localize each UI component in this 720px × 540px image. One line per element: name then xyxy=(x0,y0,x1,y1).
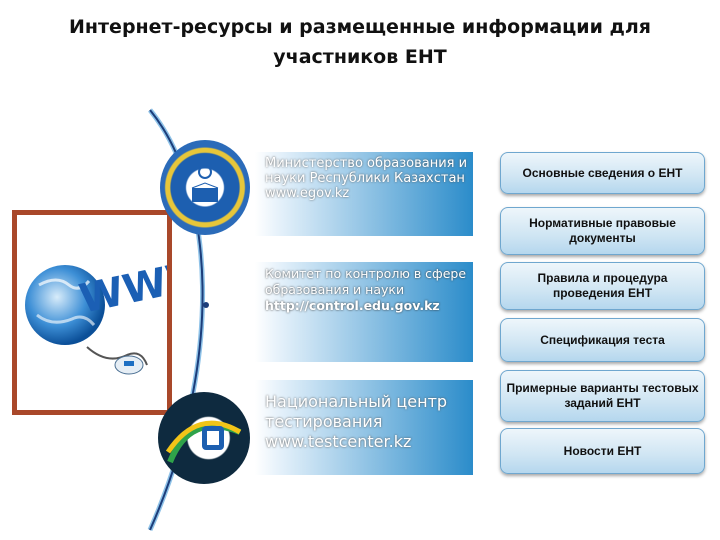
button-rules-procedure[interactable]: Правила и процедура проведения ЕНТ xyxy=(500,262,705,310)
button-regulatory-documents[interactable]: Нормативные правовые документы xyxy=(500,207,705,255)
org-control-committee-box[interactable]: Комитет по контролю в сфере образования … xyxy=(255,262,473,362)
org-ministry-box[interactable]: Министерство образования и науки Республ… xyxy=(255,152,473,236)
org-ministry-name: Министерство образования и науки Республ… xyxy=(265,156,468,186)
button-basic-info[interactable]: Основные сведения о ЕНТ xyxy=(500,152,705,194)
svg-text:WWW: WWW xyxy=(76,250,167,323)
testing-center-logo-icon xyxy=(158,392,250,484)
button-test-specification[interactable]: Спецификация теста xyxy=(500,318,705,362)
org-testing-center-url[interactable]: www.testcenter.kz xyxy=(265,432,412,451)
org-testing-center-box[interactable]: Национальный центр тестирования www.test… xyxy=(255,380,473,475)
button-sample-tests[interactable]: Примерные варианты тестовых заданий ЕНТ xyxy=(500,370,705,422)
org-control-committee-url[interactable]: http://control.edu.gov.kz xyxy=(265,298,440,313)
www-globe-image: WWW xyxy=(12,210,215,415)
org-ministry-url[interactable]: www.egov.kz xyxy=(265,186,350,201)
org-testing-center-name: Национальный центр тестирования xyxy=(265,392,448,431)
org-control-committee-name: Комитет по контролю в сфере образования … xyxy=(265,266,467,297)
button-news[interactable]: Новости ЕНТ xyxy=(500,428,705,474)
ministry-emblem-icon xyxy=(160,140,250,235)
page-title: Интернет-ресурсы и размещенные информаци… xyxy=(69,16,651,68)
